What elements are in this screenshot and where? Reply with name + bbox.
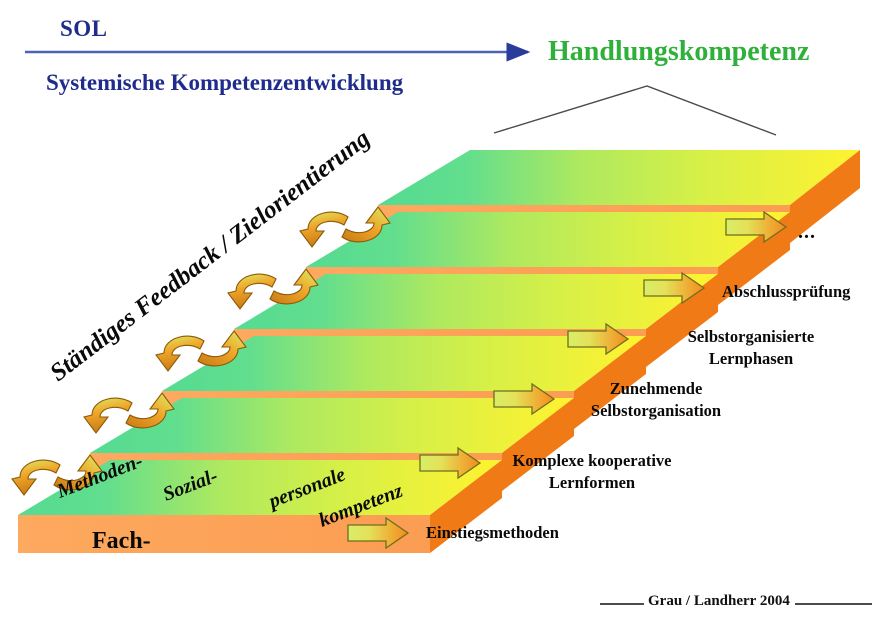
cycle-icon-1 [11,454,103,496]
step-label-komplexe-kooperative-lernformen: Komplexe kooperative Lernformen [492,450,692,494]
step-label-zunehmende-selbstorganisation: Zunehmende Selbstorganisation [566,378,746,422]
step-label-line: Zunehmende [609,379,703,398]
page-subtitle: Systemische Kompetenzentwicklung [46,70,404,95]
step-label-selbstorganisierte-lernphasen: Selbstorganisierte Lernphasen [646,326,856,370]
step-label-line: Selbstorganisation [590,400,722,420]
step-arrow-4 [567,322,630,356]
page-title-sol: SOL [60,16,108,41]
step-label-line: Selbstorganisierte [687,327,815,346]
cycle-icon-4 [227,268,319,310]
step-arrow-1 [347,516,410,550]
competence-label-fach: Fach- [92,528,151,554]
step-1 [18,460,502,553]
step-arrow-5 [643,271,706,305]
step-label-line: Komplexe kooperative [512,451,672,470]
step-arrows [347,210,788,550]
feedback-cycle-icons [11,206,391,496]
step-label-ellipsis: ... [798,221,816,243]
step-label-line: Lernphasen [708,348,794,368]
cycle-icon-3 [155,330,247,372]
credit-line: Grau / Landherr 2004 [648,593,790,609]
cycle-icon-5 [299,206,391,248]
step-label-einstiegsmethoden: Einstiegsmethoden [426,523,559,542]
goal-chevron [493,85,777,136]
staircase [18,150,860,553]
step-label-abschlusspruefung: Abschlussprüfung [722,282,851,301]
step-arrow-2 [419,446,482,480]
cycle-icon-2 [83,392,175,434]
step-label-line: Lernformen [548,472,636,492]
step-arrow-3 [493,382,556,416]
goal-title: Handlungskompetenz [548,36,810,67]
step-arrow-6 [725,210,788,244]
